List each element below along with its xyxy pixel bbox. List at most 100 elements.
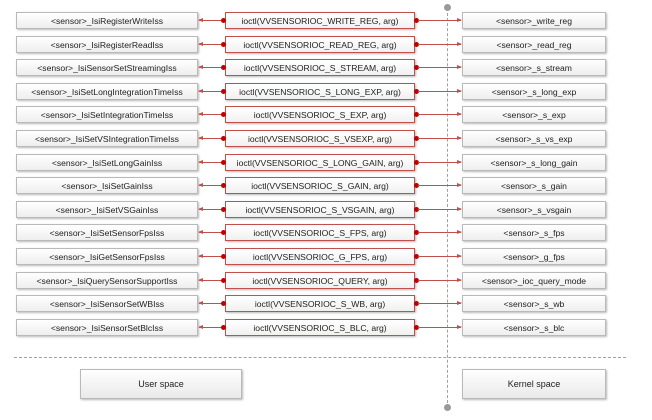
ioctl-call-box-label: ioctl(VVSENSORIOC_S_STREAM, arg) <box>243 62 397 73</box>
connector-dot <box>221 183 226 188</box>
user-function-box-label: <sensor>_IsiSetGainIss <box>61 180 153 191</box>
ioctl-call-box-label: ioctl(VVSENSORIOC_S_VSEXP, arg) <box>247 133 393 144</box>
user-function-box-label: <sensor>_IsiSetVSIntegrationTimeIss <box>35 133 179 144</box>
ioctl-call-box-label: ioctl(VVSENSORIOC_WRITE_REG, arg) <box>241 15 399 26</box>
user-to-ioctl-connector <box>198 301 223 305</box>
ioctl-call-box: ioctl(VVSENSORIOC_QUERY, arg) <box>225 272 415 289</box>
connector-dot <box>221 301 226 306</box>
ioctl-call-box-label: ioctl(VVSENSORIOC_S_FPS, arg) <box>253 227 387 238</box>
ioctl-call-box-label: ioctl(VVSENSORIOC_S_LONG_GAIN, arg) <box>236 157 404 168</box>
kernel-function-box: <sensor>_g_fps <box>462 248 606 265</box>
ioctl-to-kernel-connector <box>418 301 462 305</box>
user-function-box: <sensor>_IsiSetIntegrationTimeIss <box>16 106 198 123</box>
user-function-box: <sensor>_IsiSensorSetWBIss <box>16 295 198 312</box>
user-kernel-divider-horizontal <box>14 357 626 358</box>
user-function-box-label: <sensor>_IsiQuerySensorSupportIss <box>36 275 178 286</box>
user-function-box-label: <sensor>_IsiSensorSetWBIss <box>49 298 165 309</box>
connector-dot <box>221 230 226 235</box>
ioctl-call-box: ioctl(VVSENSORIOC_READ_REG, arg) <box>225 36 415 53</box>
kernel-function-box-label: <sensor>_s_long_gain <box>490 157 578 168</box>
user-function-box-label: <sensor>_IsiRegisterWriteIss <box>50 15 164 26</box>
kernel-function-box-label: <sensor>_s_gain <box>501 180 567 191</box>
user-to-ioctl-connector <box>198 183 223 187</box>
user-function-box-label: <sensor>_IsiSetLongGainIss <box>51 157 163 168</box>
user-to-ioctl-connector <box>198 18 223 22</box>
ioctl-call-box: ioctl(VVSENSORIOC_S_LONG_EXP, arg) <box>225 83 415 100</box>
connector-dot <box>414 65 419 70</box>
ioctl-call-box: ioctl(VVSENSORIOC_WRITE_REG, arg) <box>225 12 415 29</box>
user-to-ioctl-connector <box>198 207 223 211</box>
user-function-box-label: <sensor>_IsiSetVSGainIss <box>55 204 159 215</box>
user-function-box: <sensor>_IsiRegisterReadIss <box>16 36 198 53</box>
user-function-box-label: <sensor>_IsiRegisterReadIss <box>50 39 164 50</box>
user-function-box-label: <sensor>_IsiSetSensorFpsIss <box>49 227 165 238</box>
user-function-box: <sensor>_IsiGetSensorFpsIss <box>16 248 198 265</box>
kernel-function-box: <sensor>_read_reg <box>462 36 606 53</box>
ioctl-to-kernel-connector <box>418 89 462 93</box>
kernel-function-box: <sensor>_s_long_gain <box>462 154 606 171</box>
connector-dot <box>221 136 226 141</box>
connector-dot <box>221 65 226 70</box>
ioctl-call-box: ioctl(VVSENSORIOC_S_VSGAIN, arg) <box>225 201 415 218</box>
ioctl-call-box-label: ioctl(VVSENSORIOC_S_VSGAIN, arg) <box>245 204 395 215</box>
ioctl-call-box: ioctl(VVSENSORIOC_S_GAIN, arg) <box>225 177 415 194</box>
connector-dot <box>414 183 419 188</box>
connector-dot <box>221 112 226 117</box>
ioctl-to-kernel-connector <box>418 65 462 69</box>
kernel-function-box: <sensor>_s_blc <box>462 319 606 336</box>
kernel-function-box-label: <sensor>_s_wb <box>503 298 565 309</box>
user-function-box: <sensor>_IsiQuerySensorSupportIss <box>16 272 198 289</box>
ioctl-call-box: ioctl(VVSENSORIOC_S_FPS, arg) <box>225 224 415 241</box>
ioctl-call-box-label: ioctl(VVSENSORIOC_READ_REG, arg) <box>243 39 397 50</box>
kernel-function-box-label: <sensor>_s_long_exp <box>491 86 577 97</box>
kernel-function-box-label: <sensor>_ioc_query_mode <box>481 275 587 286</box>
connector-dot <box>414 325 419 330</box>
user-function-box: <sensor>_IsiSensorSetStreamingIss <box>16 59 198 76</box>
ioctl-call-box-label: ioctl(VVSENSORIOC_QUERY, arg) <box>252 275 388 286</box>
connector-dot <box>221 160 226 165</box>
user-function-box-label: <sensor>_IsiSetLongIntegrationTimeIss <box>31 86 183 97</box>
ioctl-call-box: ioctl(VVSENSORIOC_S_BLC, arg) <box>225 319 415 336</box>
ioctl-to-kernel-connector <box>418 254 462 258</box>
user-function-box-label: <sensor>_IsiGetSensorFpsIss <box>49 251 165 262</box>
ioctl-call-box: ioctl(VVSENSORIOC_S_LONG_GAIN, arg) <box>225 154 415 171</box>
kernel-function-box-label: <sensor>_s_stream <box>496 62 572 73</box>
user-function-box: <sensor>_IsiSetVSIntegrationTimeIss <box>16 130 198 147</box>
ioctl-to-kernel-connector <box>418 230 462 234</box>
user-to-ioctl-connector <box>198 230 223 234</box>
connector-dot <box>414 278 419 283</box>
user-to-ioctl-connector <box>198 278 223 282</box>
kernel-function-box: <sensor>_s_stream <box>462 59 606 76</box>
divider-top-endpoint <box>444 4 451 11</box>
ioctl-to-kernel-connector <box>418 42 462 46</box>
user-space-label-box: User space <box>80 369 242 399</box>
ioctl-to-kernel-connector <box>418 325 462 329</box>
ioctl-call-box-label: ioctl(VVSENSORIOC_S_WB, arg) <box>254 298 386 309</box>
kernel-function-box-label: <sensor>_s_blc <box>503 322 565 333</box>
ioctl-to-kernel-connector <box>418 183 462 187</box>
kernel-function-box: <sensor>_s_wb <box>462 295 606 312</box>
connector-dot <box>221 207 226 212</box>
user-function-box: <sensor>_IsiSetGainIss <box>16 177 198 194</box>
kernel-function-box: <sensor>_s_fps <box>462 224 606 241</box>
kernel-function-box: <sensor>_s_vs_exp <box>462 130 606 147</box>
connector-dot <box>221 325 226 330</box>
kernel-function-box: <sensor>_write_reg <box>462 12 606 29</box>
user-kernel-divider-vertical <box>447 8 448 408</box>
connector-dot <box>414 112 419 117</box>
ioctl-call-box-label: ioctl(VVSENSORIOC_S_EXP, arg) <box>253 109 387 120</box>
ioctl-call-box: ioctl(VVSENSORIOC_S_WB, arg) <box>225 295 415 312</box>
kernel-function-box-label: <sensor>_s_vs_exp <box>495 133 573 144</box>
kernel-function-box: <sensor>_s_gain <box>462 177 606 194</box>
user-function-box: <sensor>_IsiSetLongIntegrationTimeIss <box>16 83 198 100</box>
user-function-box: <sensor>_IsiSetVSGainIss <box>16 201 198 218</box>
ioctl-call-box-label: ioctl(VVSENSORIOC_S_GAIN, arg) <box>251 180 389 191</box>
user-function-box: <sensor>_IsiSensorSetBlcIss <box>16 319 198 336</box>
user-space-label: User space <box>138 379 184 389</box>
user-function-box-label: <sensor>_IsiSetIntegrationTimeIss <box>40 109 174 120</box>
connector-dot <box>221 18 226 23</box>
kernel-function-box-label: <sensor>_write_reg <box>496 15 572 26</box>
kernel-function-box-label: <sensor>_s_vsgain <box>496 204 572 215</box>
connector-dot <box>414 42 419 47</box>
